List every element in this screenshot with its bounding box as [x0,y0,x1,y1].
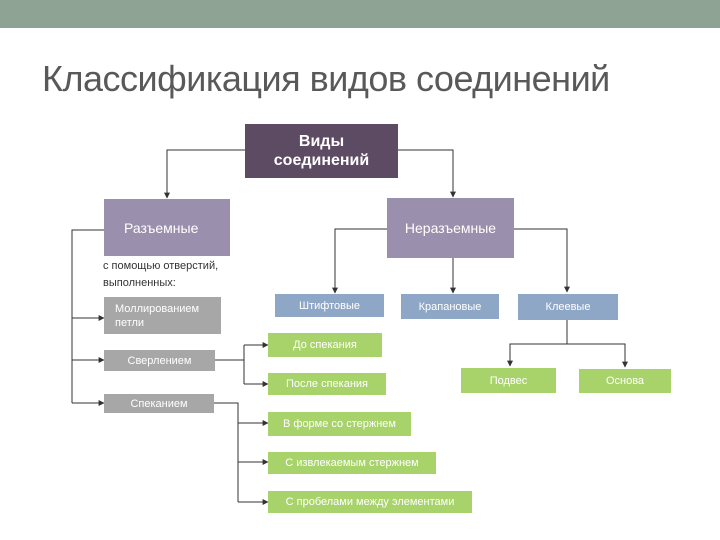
top-accent-bar [0,0,720,28]
slide-title: Классификация видов соединений [42,58,610,99]
option-removable-rod-label: С извлекаемым стержнем [285,457,419,469]
adhesive-suspension: Подвес [461,368,556,393]
option-removable-rod: С извлекаемым стержнем [268,452,436,474]
option-form-rod: В форме со стержнем [268,412,411,436]
method-sintering-label: Спеканием [130,397,188,410]
connector-detachable-spine [71,229,104,403]
option-before-sintering: До спекания [268,333,382,357]
connector-permanent-spine [334,228,387,293]
type-pin-label: Штифтовые [299,299,360,312]
connector-to-before-sintering [243,345,268,360]
detachable-note: с помощью отверстий, выполненных: [103,258,218,292]
option-after-sintering: После спекания [268,373,386,395]
detachable-node: Разъемные [104,199,230,256]
method-molding-line1: Моллированием [115,302,200,315]
adhesive-base-label: Основа [605,375,645,387]
connector-root-detachable [164,149,245,199]
method-sintering: Спеканием [104,394,214,413]
type-adhesive: Клеевые [518,294,618,320]
detachable-note-line2: выполненных: [103,277,176,289]
detachable-note-line1: с помощью отверстий, [103,260,219,272]
method-drilling-label: Сверлением [127,354,192,367]
type-crampon-label: Крапановые [418,300,482,313]
root-node-line2: соединений [273,152,370,169]
connector-adhesive-spine [507,320,568,367]
option-gaps-label: С пробелами между элементами [285,496,455,508]
root-node-line1: Виды [298,133,345,150]
method-molding: Моллированием петли [104,297,221,334]
adhesive-suspension-label: Подвес [489,374,528,387]
type-crampon: Крапановые [401,294,499,319]
connector-root-permanent [398,149,456,198]
adhesive-base: Основа [579,369,671,393]
connector-sintering-spine [214,402,239,502]
connector-to-base [567,343,628,368]
method-drilling: Сверлением [104,350,215,371]
type-pin: Штифтовые [275,294,384,317]
connector-drilling-spine [215,359,245,384]
option-form-rod-label: В форме со стержнем [283,418,396,430]
detachable-node-label: Разъемные [124,219,199,236]
connector-to-adhesive [514,228,570,293]
type-adhesive-label: Клеевые [545,301,591,313]
option-before-sintering-label: До спекания [293,339,357,351]
permanent-node-label: Неразъемные [404,220,497,236]
option-after-sintering-label: После спекания [285,378,369,390]
root-node: Виды соединений [245,124,398,178]
option-gaps: С пробелами между элементами [268,491,472,513]
method-molding-line2: петли [115,316,145,329]
permanent-node: Неразъемные [387,198,514,258]
